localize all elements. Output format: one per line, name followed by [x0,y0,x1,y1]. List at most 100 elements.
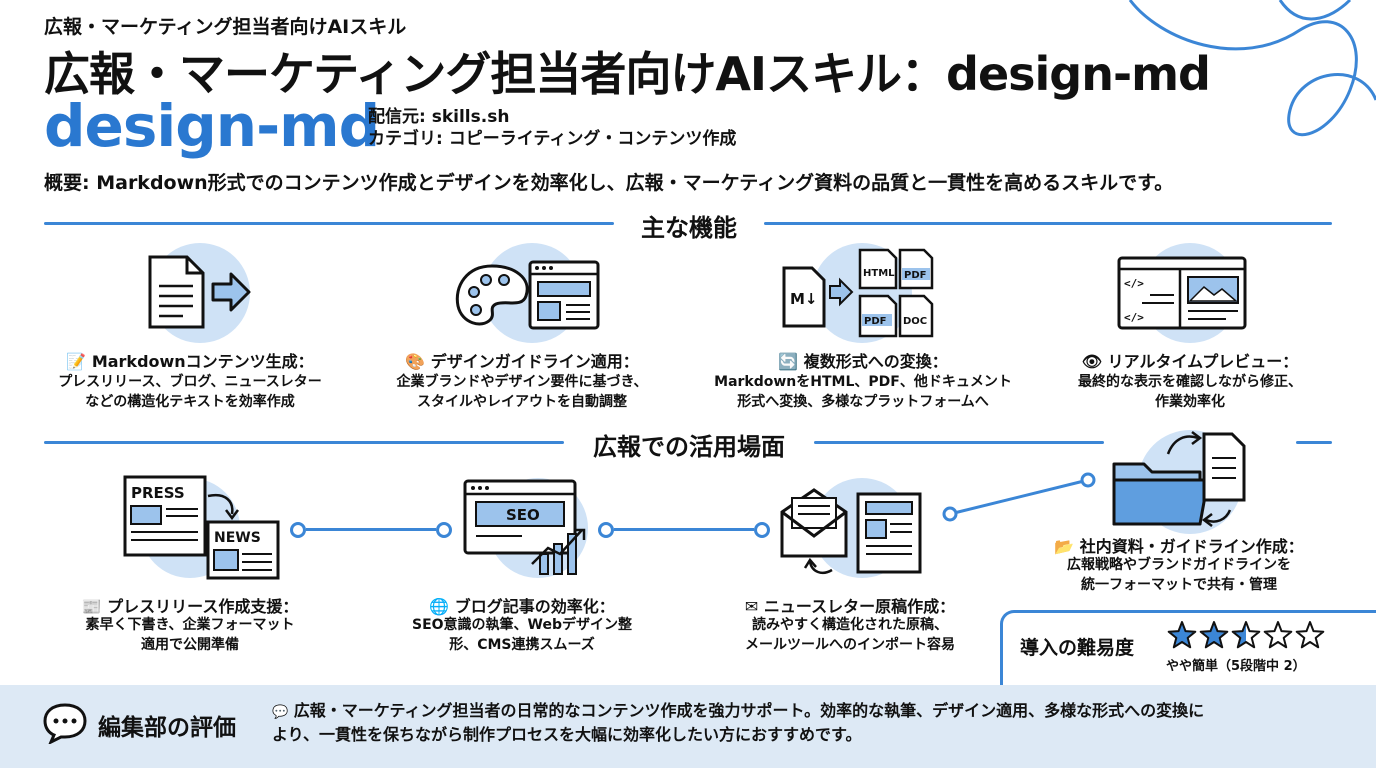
feature-4-title: 👁 リアルタイムプレビュー： [1040,348,1340,372]
difficulty-stars [1167,621,1325,649]
connector-dot [754,522,770,538]
code-label-2: </> [1124,311,1144,324]
usage-divider-far-right [1296,441,1332,444]
feature-3-desc-line1: MarkdownをHTML、PDF、他ドキュメント [714,374,1012,390]
usage-section-title: 広報での活用場面 [593,433,785,461]
feature-2-title: 🎨 デザインガイドライン適用： [372,348,672,372]
connector-dot [436,522,452,538]
usage-3-desc-line1: 読みやすく構造化された原稿、 [752,617,948,633]
pdf-label-2: PDF [864,316,886,327]
usage-1-desc-line2: 適用で公開準備 [141,637,239,653]
speech-bubble-icon [43,703,87,744]
rating-star-2 [1199,621,1229,649]
press-news-icon: PRESS NEWS [123,475,280,580]
seo-chart-icon: SEO [463,479,586,575]
usage-4-title: 📂 社内資料・ガイドライン作成： [1024,533,1334,557]
news-label: NEWS [214,530,261,546]
overview-text: 概要: Markdown形式でのコンテンツ作成とデザインを効率化し、広報・マーケ… [44,172,1174,194]
envelope-newsletter-icon [780,488,922,574]
rating-star-3 [1231,621,1261,649]
palette-icon: 🎨 [405,352,426,371]
review-footer [0,685,1376,768]
decorative-swirl [1128,0,1376,137]
usage-divider-left [44,441,564,444]
preview-window-icon: </> </> [1117,256,1247,330]
feature-2-desc-line2: スタイルやレイアウトを自動調整 [417,394,627,410]
skill-name: design-md [44,92,380,160]
difficulty-caption: やや簡単（5段階中 2） [1166,659,1306,674]
category-text: カテゴリ: コピーライティング・コンテンツ作成 [368,129,737,149]
difficulty-box [1000,610,1376,688]
features-section-title: 主な機能 [641,214,737,242]
folder-icon: 📂 [1054,537,1075,556]
section-divider-left [44,222,614,225]
usage-4-title-text: 社内資料・ガイドライン作成： [1079,537,1304,556]
feature-4-title-text: リアルタイムプレビュー： [1107,352,1299,371]
pdf-label-1: PDF [904,270,926,281]
refresh-icon: 🔄 [778,352,799,371]
feature-1-desc: プレスリリース、ブログ、ニュースレターなどの構造化テキストを効率作成 [40,372,340,412]
doc-label: DOC [903,316,927,327]
envelope-icon: ✉ [744,597,759,616]
connector-line [306,528,436,531]
usage-1-title: 📰 プレスリリース作成支援： [40,593,340,617]
feature-4-desc-line2: 作業効率化 [1155,394,1225,410]
usage-4-desc-line1: 広報戦略やブランドガイドラインを [1067,557,1291,573]
usage-3-desc-line2: メールツールへのインポート容易 [745,637,955,653]
connector-dot [290,522,306,538]
press-label: PRESS [131,484,185,502]
md-label: M↓ [790,290,818,308]
connector-diagonal [942,472,1096,522]
feature-1-title: 📝 Markdownコンテンツ生成： [40,348,340,372]
section-divider-right [764,222,1332,225]
connector-dot [598,522,614,538]
document-arrow-icon [148,255,251,329]
rating-star-5 [1295,621,1325,649]
code-label-1: </> [1124,277,1144,290]
feature-3-title-text: 複数形式への変換： [803,352,948,371]
feature-2-desc: 企業ブランドやデザイン要件に基づき、スタイルやレイアウトを自動調整 [372,372,672,412]
connector-line [614,528,754,531]
usage-3-desc: 読みやすく構造化された原稿、メールツールへのインポート容易 [700,615,1000,655]
usage-3-title: ✉ ニュースレター原稿作成： [700,593,1000,617]
usage-2-desc: SEO意識の執筆、Webデザイン整形、CMS連携スムーズ [372,615,672,655]
palette-layout-icon [455,260,600,330]
usage-2-desc-line1: SEO意識の執筆、Webデザイン整 [411,617,632,633]
difficulty-label: 導入の難易度 [1020,637,1135,659]
feature-4-desc: 最終的な表示を確認しながら修正、作業効率化 [1040,372,1340,412]
small-title: 広報・マーケティング担当者向けAIスキル [44,16,407,38]
folder-documents-icon [1112,431,1246,527]
usage-1-title-text: プレスリリース作成支援： [107,597,299,616]
usage-4-desc-line2: 統一フォーマットで共有・管理 [1081,577,1277,593]
feature-1-title-text: Markdownコンテンツ生成： [91,352,314,371]
feature-3-desc-line2: 形式へ変換、多様なプラットフォームへ [737,394,989,410]
usage-1-desc-line1: 素早く下書き、企業フォーマット [85,617,295,633]
feature-2-title-text: デザインガイドライン適用： [430,352,639,371]
feature-3-desc: MarkdownをHTML、PDF、他ドキュメント形式へ変換、多様なプラットフォ… [698,372,1028,412]
review-line-2: より、一貫性を保ちながら制作プロセスを大幅に効率化したい方におすすめです。 [272,725,862,744]
review-label: 編集部の評価 [98,715,236,741]
globe-icon: 🌐 [429,597,450,616]
speech-icon: 💬 [272,705,289,720]
eye-icon: 👁 [1081,352,1103,371]
usage-2-desc-line2: 形、CMS連携スムーズ [449,637,595,653]
memo-icon: 📝 [66,352,87,371]
source-text: 配信元: skills.sh [368,107,510,127]
feature-2-desc-line1: 企業ブランドやデザイン要件に基づき、 [396,374,648,390]
seo-label: SEO [506,506,540,524]
review-text: 💬 広報・マーケティング担当者の日常的なコンテンツ作成を強力サポート。効率的な執… [272,700,1204,746]
review-line-1: 💬 広報・マーケティング担当者の日常的なコンテンツ作成を強力サポート。効率的な執… [272,700,1204,724]
conversion-icon: M↓ HTML PDF PDF DOC [782,248,934,338]
feature-1-desc-line2: などの構造化テキストを効率作成 [85,394,295,410]
feature-1-desc-line1: プレスリリース、ブログ、ニュースレター [58,374,322,390]
rating-star-1 [1167,621,1197,649]
usage-2-title: 🌐 ブログ記事の効率化： [372,593,672,617]
feature-3-title: 🔄 複数形式への変換： [708,348,1018,372]
feature-4-desc-line1: 最終的な表示を確認しながら修正、 [1078,374,1302,390]
usage-3-title-text: ニュースレター原稿作成： [763,597,956,616]
newspaper-icon: 📰 [81,597,102,616]
usage-divider-right [814,441,1104,444]
html-label: HTML [863,268,895,279]
usage-2-title-text: ブログ記事の効率化： [454,597,615,616]
review-line-1-text: 広報・マーケティング担当者の日常的なコンテンツ作成を強力サポート。効率的な執筆、… [293,701,1205,720]
